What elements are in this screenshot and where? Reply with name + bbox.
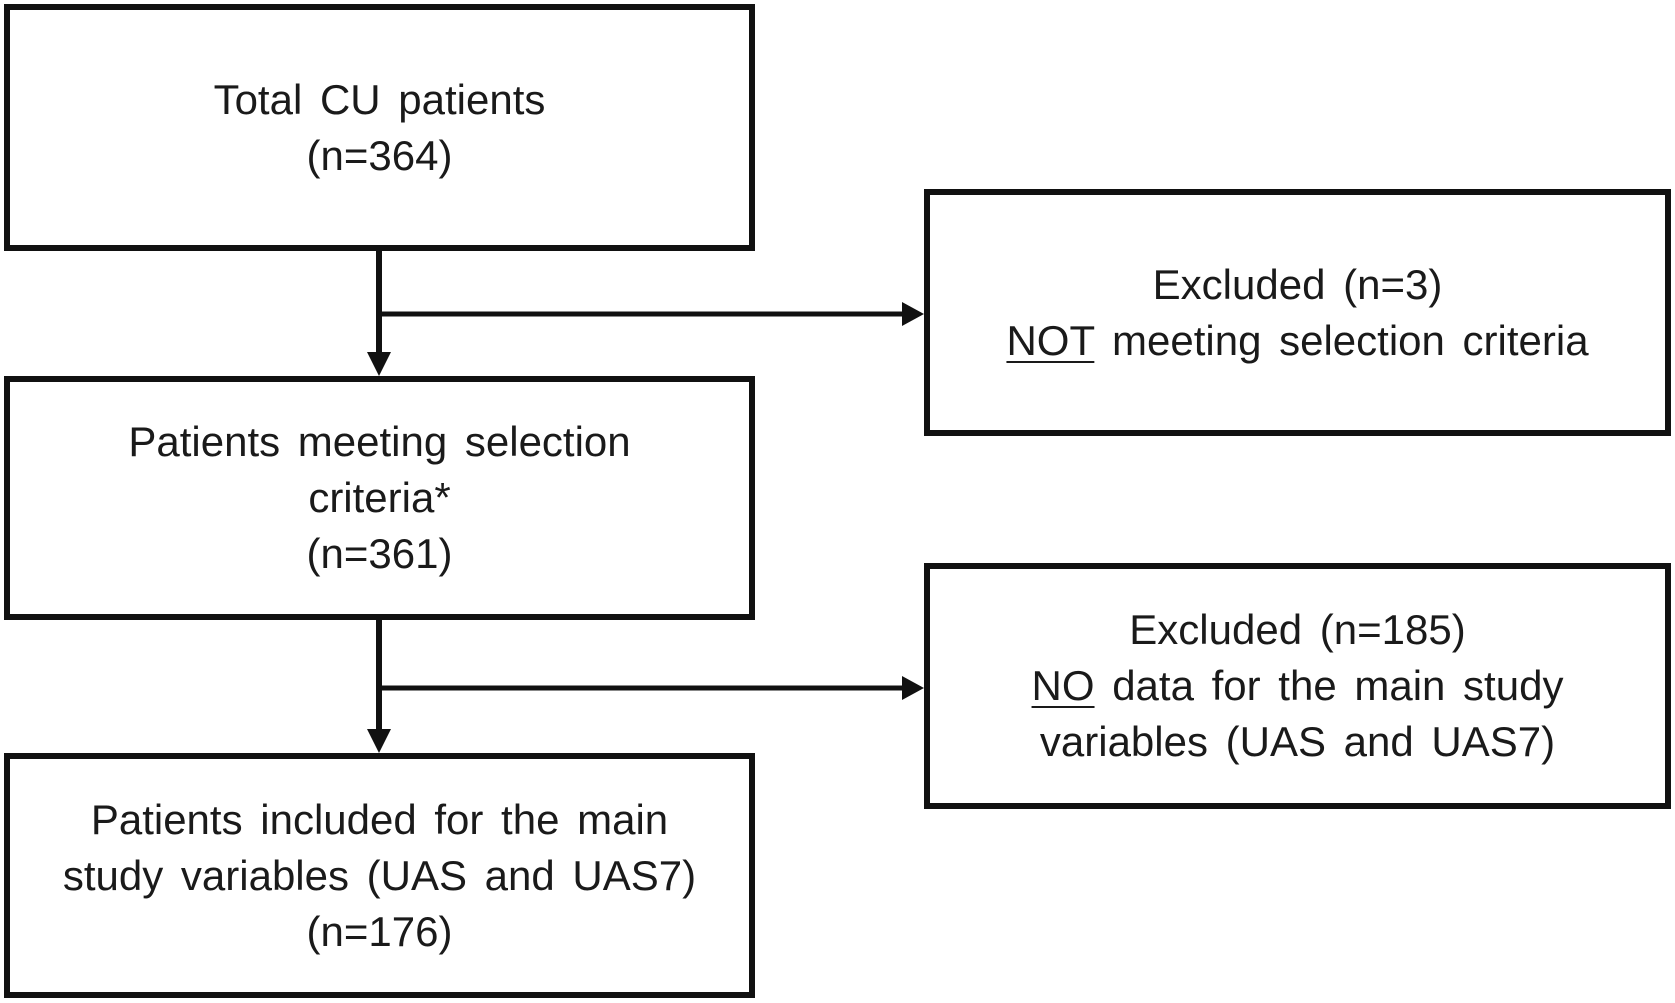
arrowhead-total-to-meeting (367, 352, 391, 376)
meeting-criteria-label-2: criteria* (308, 474, 451, 521)
arrowhead-branch-to-excluded-2 (902, 676, 924, 700)
excluded-criteria-reason: NOT meeting selection criteria (1006, 313, 1588, 369)
excluded-criteria-negation: NOT (1006, 316, 1095, 364)
total-patients-box: Total CU patients (n=364) (4, 4, 755, 251)
excluded-criteria-count: Excluded (n=3) (1152, 260, 1443, 308)
excluded-no-data-reason-rest: data for the main study (1094, 662, 1564, 709)
meeting-criteria-label-1: Patients meeting selection (128, 418, 631, 465)
total-patients-label: Total CU patients (213, 75, 546, 123)
included-patients-label-1: Patients included for the main (90, 795, 669, 843)
excluded-no-data-negation: NO (1031, 662, 1095, 709)
included-patients-box: Patients included for the main study var… (4, 753, 755, 998)
arrowhead-meeting-to-included (367, 729, 391, 753)
included-patients-count: (n=176) (306, 907, 453, 955)
excluded-criteria-reason-rest: meeting selection criteria (1094, 316, 1589, 364)
arrowhead-branch-to-excluded-1 (902, 302, 924, 326)
total-patients-count: (n=364) (306, 131, 453, 179)
excluded-no-data-count: Excluded (n=185) (1129, 606, 1466, 653)
meeting-criteria-box: Patients meeting selection criteria* (n=… (4, 376, 755, 620)
included-patients-label-2: study variables (UAS and UAS7) (62, 851, 697, 899)
excluded-no-data-reason-2: variables (UAS and UAS7) (1039, 718, 1556, 765)
excluded-criteria-box: Excluded (n=3) NOT meeting selection cri… (924, 189, 1671, 436)
excluded-no-data-box: Excluded (n=185) NO data for the main st… (924, 563, 1671, 809)
excluded-no-data-reason: NO data for the main study (1032, 658, 1564, 714)
meeting-criteria-count: (n=361) (306, 530, 453, 577)
